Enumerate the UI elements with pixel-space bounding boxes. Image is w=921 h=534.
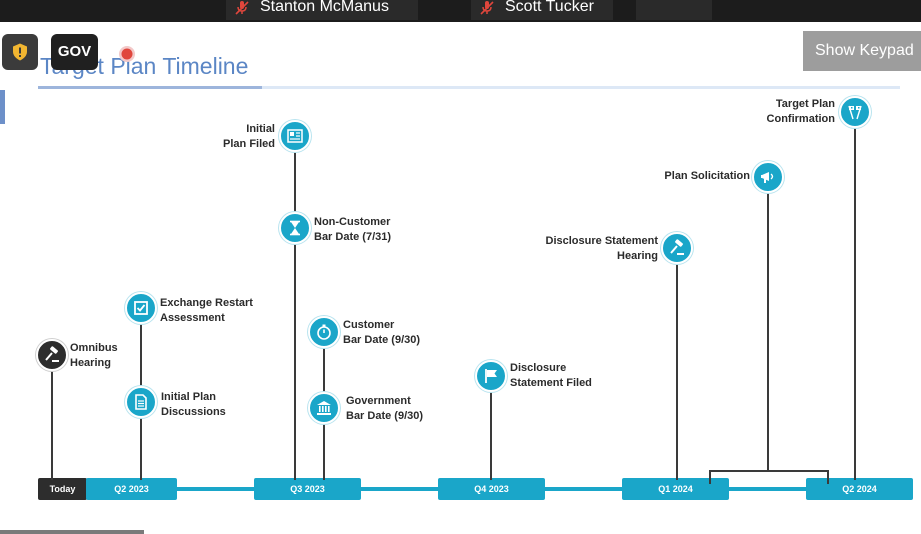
period-pill-q3-2023: Q3 2023	[254, 478, 361, 500]
shield-icon	[13, 43, 27, 61]
document-icon	[135, 394, 147, 410]
hourglass-icon	[290, 220, 300, 236]
milestone-stem	[51, 362, 53, 480]
left-edge-marker	[0, 90, 5, 124]
newspaper-icon	[287, 129, 303, 143]
milestone-node-customer-bar-date	[308, 316, 340, 348]
period-pill-q1-2024: Q1 2024	[622, 478, 729, 500]
gov-badge-button[interactable]: GOV	[51, 34, 98, 70]
slide-progress-bar	[0, 530, 144, 534]
stopwatch-icon	[317, 324, 331, 340]
q1-2024-bracket	[709, 470, 829, 484]
recording-icon[interactable]	[117, 44, 137, 64]
participant-tile-scott[interactable]: Scott Tucker	[471, 0, 613, 20]
megaphone-icon	[761, 172, 774, 183]
participant-name: Stanton McManus	[260, 0, 389, 15]
participant-tile-empty[interactable]	[636, 0, 712, 20]
milestone-stem	[676, 264, 678, 480]
milestone-node-target-plan-confirmation	[839, 96, 871, 128]
milestone-node-initial-plan-filed	[279, 120, 311, 152]
milestone-node-disclosure-statement-hearing	[661, 232, 693, 264]
period-pill-q2-2023: Q2 2023	[86, 478, 177, 500]
flag-icon	[485, 369, 497, 383]
milestone-node-non-customer-bar-date	[279, 212, 311, 244]
milestone-stem	[854, 128, 856, 480]
milestone-node-initial-plan-discussions	[125, 386, 157, 418]
shared-slide: Target Plan Timeline Today Q2 2023 Q3 20…	[0, 22, 921, 534]
title-underline	[38, 86, 900, 89]
mic-muted-icon	[235, 1, 249, 15]
mic-muted-icon	[480, 1, 494, 15]
security-button[interactable]	[2, 34, 38, 70]
milestone-stem	[490, 392, 492, 480]
milestone-node-government-bar-date	[308, 392, 340, 424]
gavel-icon	[45, 346, 59, 362]
milestone-node-omnibus-hearing	[36, 339, 68, 371]
milestone-node-disclosure-statement-filed	[475, 360, 507, 392]
milestone-node-plan-solicitation	[752, 161, 784, 193]
period-pill-q4-2023: Q4 2023	[438, 478, 545, 500]
milestone-stem	[767, 192, 769, 470]
show-keypad-button[interactable]: Show Keypad	[803, 31, 921, 71]
participant-name: Scott Tucker	[505, 0, 594, 15]
participant-tile-stanton[interactable]: Stanton McManus	[226, 0, 418, 20]
milestone-node-exchange-restart	[125, 292, 157, 324]
milestone-stem	[294, 152, 296, 480]
checkbox-icon	[134, 301, 148, 315]
title-underline-accent	[38, 86, 262, 89]
period-pill-q2-2024: Q2 2024	[806, 478, 913, 500]
period-pill-today: Today	[38, 478, 87, 500]
gavel-icon	[670, 239, 684, 255]
bank-icon	[317, 401, 331, 415]
checkered-flags-icon	[848, 105, 862, 120]
milestone-label-plan-solicitation: Plan Solicitation	[664, 170, 750, 182]
participant-bar: Stanton McManus Scott Tucker	[0, 0, 921, 22]
